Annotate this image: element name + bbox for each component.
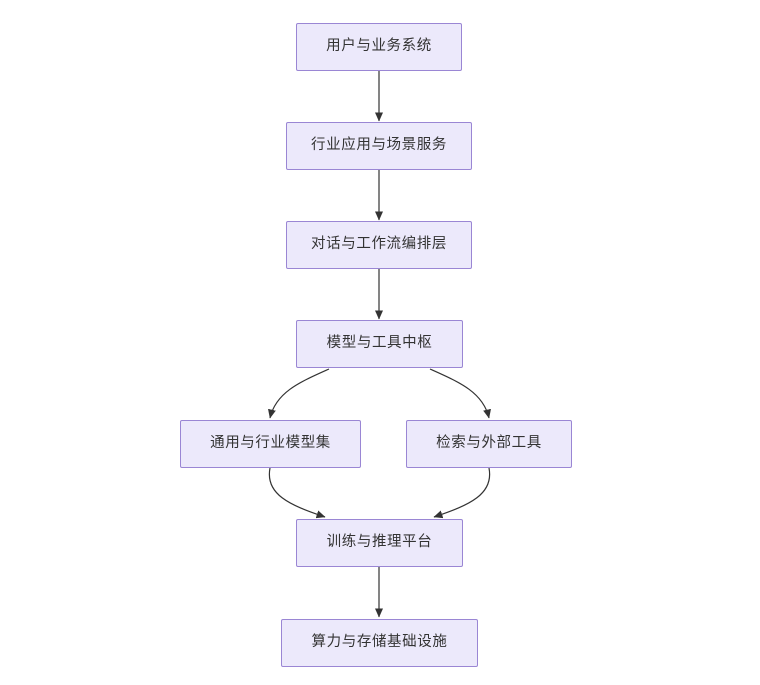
node-training-inference-platform-label: 训练与推理平台 xyxy=(326,534,433,551)
node-training-inference-platform[interactable]: 训练与推理平台 xyxy=(296,519,463,567)
node-compute-storage-infrastructure[interactable]: 算力与存储基础设施 xyxy=(281,619,478,667)
edge-hub-to-models xyxy=(268,368,330,419)
edge-tools-to-platform xyxy=(433,467,491,519)
edge-models-to-platform xyxy=(268,467,326,519)
edge-hub-to-tools xyxy=(429,368,491,419)
node-users[interactable]: 用户与业务系统 xyxy=(296,23,462,71)
node-model-tool-hub-label: 模型与工具中枢 xyxy=(326,335,433,352)
node-industry-applications[interactable]: 行业应用与场景服务 xyxy=(286,122,472,170)
node-model-tool-hub[interactable]: 模型与工具中枢 xyxy=(296,320,463,368)
node-compute-storage-infrastructure-label: 算力与存储基础设施 xyxy=(311,634,448,651)
node-users-label: 用户与业务系统 xyxy=(326,38,432,55)
node-orchestration-layer-label: 对话与工作流编排层 xyxy=(311,236,447,253)
node-model-set[interactable]: 通用与行业模型集 xyxy=(180,420,361,468)
node-model-set-label: 通用与行业模型集 xyxy=(210,435,331,452)
node-retrieval-external-tools[interactable]: 检索与外部工具 xyxy=(406,420,572,468)
node-retrieval-external-tools-label: 检索与外部工具 xyxy=(436,435,542,452)
node-orchestration-layer[interactable]: 对话与工作流编排层 xyxy=(286,221,472,269)
node-industry-applications-label: 行业应用与场景服务 xyxy=(311,137,447,154)
